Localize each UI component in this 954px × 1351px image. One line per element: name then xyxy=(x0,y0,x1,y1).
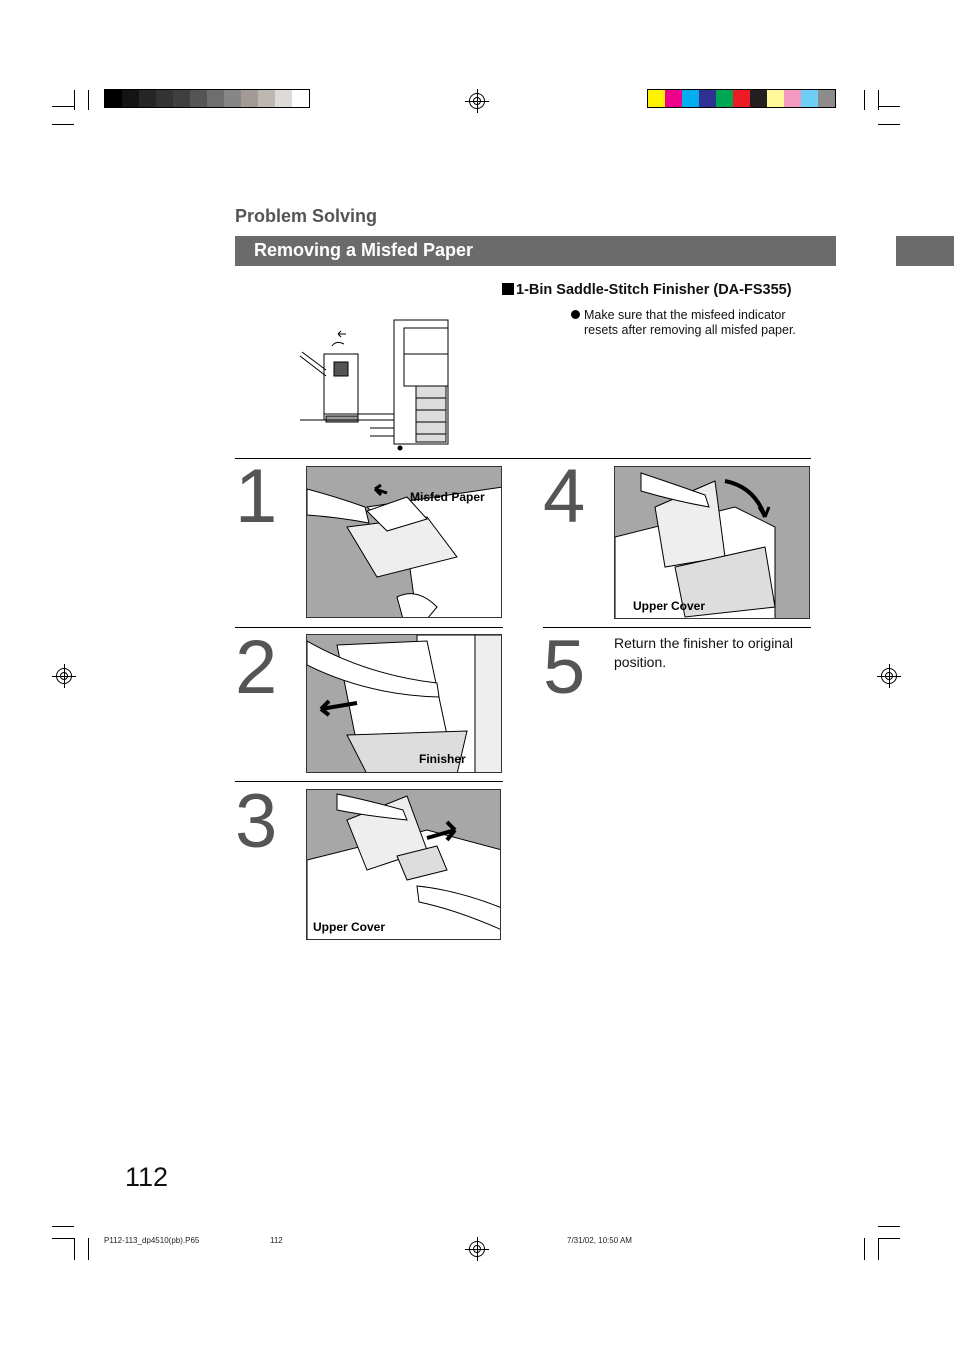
color-bar xyxy=(647,89,836,108)
step-1-illustration: Misfed Paper xyxy=(306,466,502,618)
square-bullet-icon xyxy=(502,283,514,295)
step-2-illustration: Finisher xyxy=(306,634,502,773)
gray-swatch xyxy=(190,90,207,107)
gray-swatch xyxy=(207,90,224,107)
color-swatch xyxy=(767,90,784,107)
page-number: 112 xyxy=(125,1162,169,1192)
gray-swatch xyxy=(105,90,122,107)
color-swatch xyxy=(750,90,767,107)
color-swatch xyxy=(682,90,699,107)
footer-file-name: P112-113_dp4510(pb).P65 xyxy=(104,1236,200,1245)
note: Make sure that the misfeed indicator res… xyxy=(570,308,796,338)
gray-swatch xyxy=(224,90,241,107)
color-swatch xyxy=(818,90,835,107)
step-1-number: 1 xyxy=(235,454,278,539)
step-3-number: 3 xyxy=(235,779,278,864)
step-1-drawing xyxy=(307,483,501,617)
divider-step-4 xyxy=(543,627,811,628)
step-2-drawing xyxy=(307,635,501,772)
step-2-callout: Finisher xyxy=(419,752,466,766)
color-swatch xyxy=(648,90,665,107)
page-title-bar: Removing a Misfed Paper xyxy=(235,236,836,266)
side-tab xyxy=(896,236,954,266)
gray-swatch xyxy=(241,90,258,107)
color-swatch xyxy=(699,90,716,107)
step-3-drawing xyxy=(307,793,500,939)
color-swatch xyxy=(665,90,682,107)
gray-swatch xyxy=(258,90,275,107)
step-4-illustration: Upper Cover xyxy=(614,466,810,619)
color-swatch xyxy=(716,90,733,107)
divider-top xyxy=(235,458,811,459)
color-swatch xyxy=(733,90,750,107)
color-swatch xyxy=(784,90,801,107)
footer-page: 112 xyxy=(270,1236,283,1245)
step-2-number: 2 xyxy=(235,625,278,710)
color-swatch xyxy=(801,90,818,107)
step-4-drawing xyxy=(615,472,776,618)
round-bullet-icon xyxy=(571,310,580,319)
gray-swatch xyxy=(275,90,292,107)
registration-mark-right xyxy=(877,664,901,688)
gray-swatch xyxy=(122,90,139,107)
registration-mark-left xyxy=(52,664,76,688)
step-3-callout: Upper Cover xyxy=(313,920,386,934)
step-5-text: Return the finisher to original position… xyxy=(614,635,793,670)
registration-mark-top xyxy=(465,89,489,113)
page-title: Removing a Misfed Paper xyxy=(254,240,474,260)
gray-swatch xyxy=(292,90,309,107)
step-3-illustration: Upper Cover xyxy=(306,789,501,940)
section-title: Problem Solving xyxy=(235,206,378,226)
gray-swatch xyxy=(139,90,156,107)
divider-step-1 xyxy=(235,627,503,628)
gray-swatch xyxy=(173,90,190,107)
gray-swatch xyxy=(156,90,173,107)
step-5-number: 5 xyxy=(543,625,586,710)
finisher-overview-illustration xyxy=(299,319,449,451)
gray-scale-bar xyxy=(104,89,310,108)
footer-timestamp: 7/31/02, 10:50 AM xyxy=(567,1236,632,1245)
subheading: 1-Bin Saddle-Stitch Finisher (DA-FS355) xyxy=(502,282,792,298)
step-4-number: 4 xyxy=(543,454,586,539)
registration-mark-bottom xyxy=(465,1237,489,1261)
divider-step-2 xyxy=(235,781,503,782)
step-1-callout: Misfed Paper xyxy=(410,490,485,504)
step-4-callout: Upper Cover xyxy=(633,599,706,613)
